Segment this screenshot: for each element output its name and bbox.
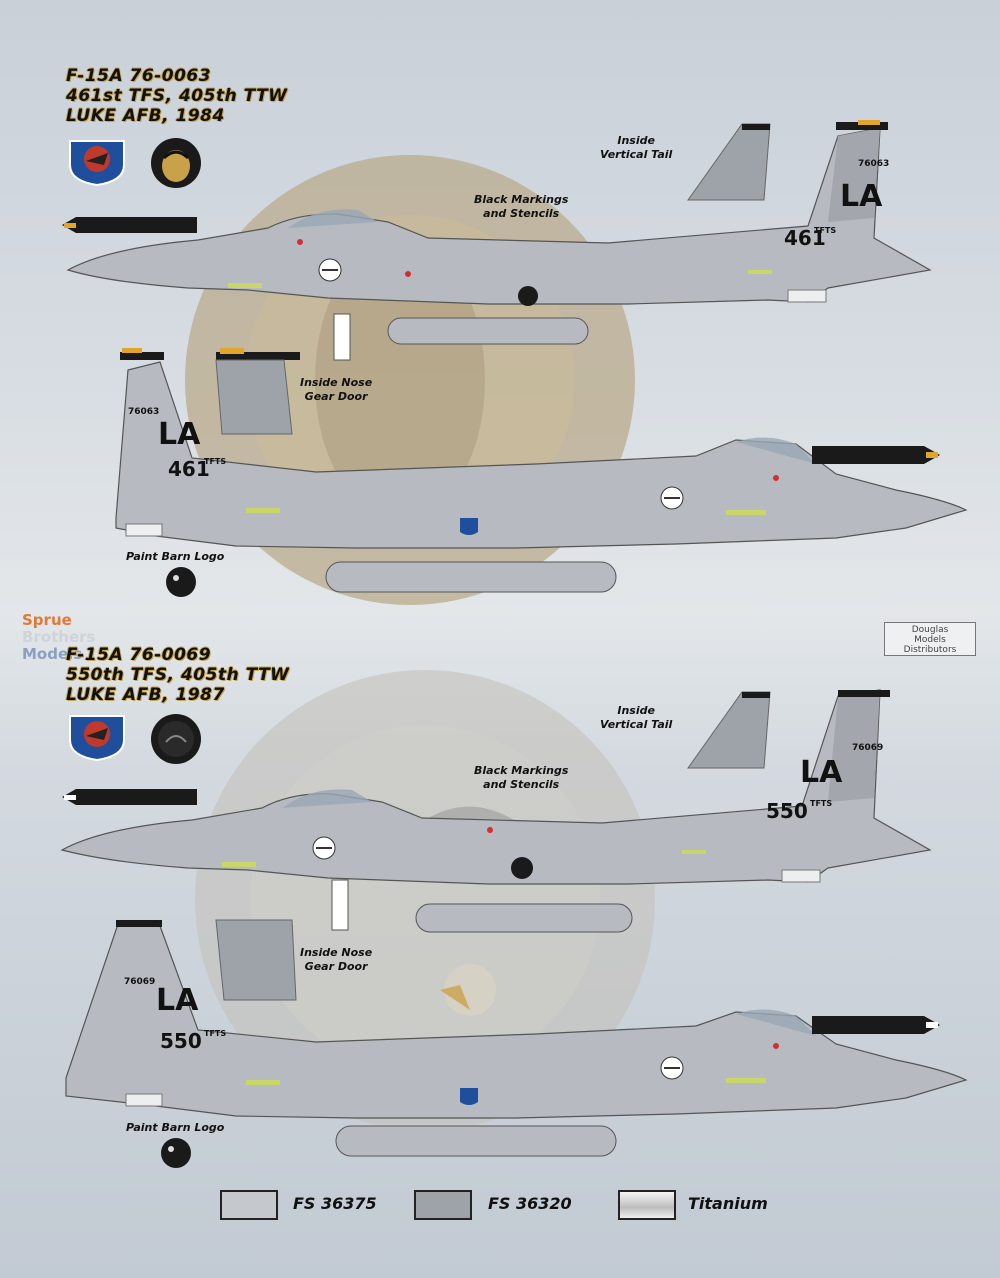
svg-text:461: 461 bbox=[168, 457, 210, 481]
svg-text:TFTS: TFTS bbox=[204, 1029, 226, 1038]
scheme1-paint-barn-logo-icon bbox=[166, 567, 196, 597]
scheme1-inside-vertical-tail-label: Inside Vertical Tail bbox=[600, 134, 673, 161]
svg-text:76069: 76069 bbox=[852, 743, 883, 753]
scheme1-aircraft-right-profile: LA 76063 461 TFTS bbox=[115, 348, 968, 593]
svg-text:TFTS: TFTS bbox=[810, 799, 832, 808]
legend-swatch-titanium bbox=[618, 1190, 676, 1220]
scheme2-aircraft-left-profile: LA 76069 550 TFTS bbox=[60, 689, 932, 933]
scheme2-inside-vertical-tail-label: Inside Vertical Tail bbox=[600, 704, 673, 731]
scheme2-name-stripe bbox=[62, 789, 197, 805]
svg-text:550: 550 bbox=[766, 799, 808, 823]
svg-text:76069: 76069 bbox=[124, 977, 155, 987]
svg-text:LA: LA bbox=[156, 983, 199, 1018]
svg-text:LA: LA bbox=[840, 179, 883, 214]
legend-label-fs36375: FS 36375 bbox=[293, 1194, 377, 1213]
scheme1-squadron-patch-icon bbox=[151, 138, 201, 188]
svg-text:76063: 76063 bbox=[128, 407, 159, 417]
scheme2-aircraft-right-profile: LA 76069 550 TFTS bbox=[65, 919, 968, 1157]
svg-text:LA: LA bbox=[800, 755, 843, 790]
legend-swatch-fs36320 bbox=[414, 1190, 472, 1220]
scheme2-paint-barn-logo-icon bbox=[161, 1138, 191, 1168]
scheme1-paint-barn-logo-label: Paint Barn Logo bbox=[126, 550, 225, 563]
scheme1-aircraft-left-profile: LA 76063 461 TFTS bbox=[66, 120, 932, 361]
scheme1-right-name-stripe bbox=[812, 446, 940, 464]
scheme1-wing-patch-icon bbox=[69, 140, 125, 187]
svg-text:76063: 76063 bbox=[858, 159, 889, 169]
svg-text:TFTS: TFTS bbox=[814, 226, 836, 235]
scheme2-inside-nose-gear-door-label: Inside Nose Gear Door bbox=[300, 946, 373, 973]
scheme2-paint-barn-logo-label: Paint Barn Logo bbox=[126, 1121, 225, 1134]
legend-swatch-fs36375 bbox=[220, 1190, 278, 1220]
legend-label-fs36320: FS 36320 bbox=[488, 1194, 572, 1213]
scheme1-inside-vertical-tail bbox=[687, 123, 771, 201]
scheme2-squadron-patch-icon bbox=[151, 714, 201, 764]
scheme1-inside-nose-gear-door-label: Inside Nose Gear Door bbox=[300, 376, 373, 403]
scheme1-title: F-15A 76-0063 461st TFS, 405th TTW LUKE … bbox=[66, 66, 288, 126]
douglas-models-distributors-logo: Douglas Models Distributors bbox=[884, 622, 976, 656]
scheme2-right-name-stripe bbox=[812, 1016, 940, 1034]
svg-text:550: 550 bbox=[160, 1029, 202, 1053]
legend-label-titanium: Titanium bbox=[688, 1194, 768, 1213]
scheme2-title: F-15A 76-0069 550th TFS, 405th TTW LUKE … bbox=[66, 645, 290, 705]
svg-text:LA: LA bbox=[158, 417, 201, 452]
sprue-brothers-watermark: Sprue Brothers Models bbox=[22, 611, 96, 663]
scheme1-black-markings-label: Black Markings and Stencils bbox=[474, 193, 569, 220]
scheme2-wing-patch-icon bbox=[69, 715, 125, 762]
svg-text:461: 461 bbox=[784, 226, 826, 250]
svg-text:TFTS: TFTS bbox=[204, 457, 226, 466]
scheme2-inside-vertical-tail bbox=[687, 691, 771, 769]
scheme2-black-markings-label: Black Markings and Stencils bbox=[474, 764, 569, 791]
scheme1-name-stripe bbox=[62, 217, 197, 233]
